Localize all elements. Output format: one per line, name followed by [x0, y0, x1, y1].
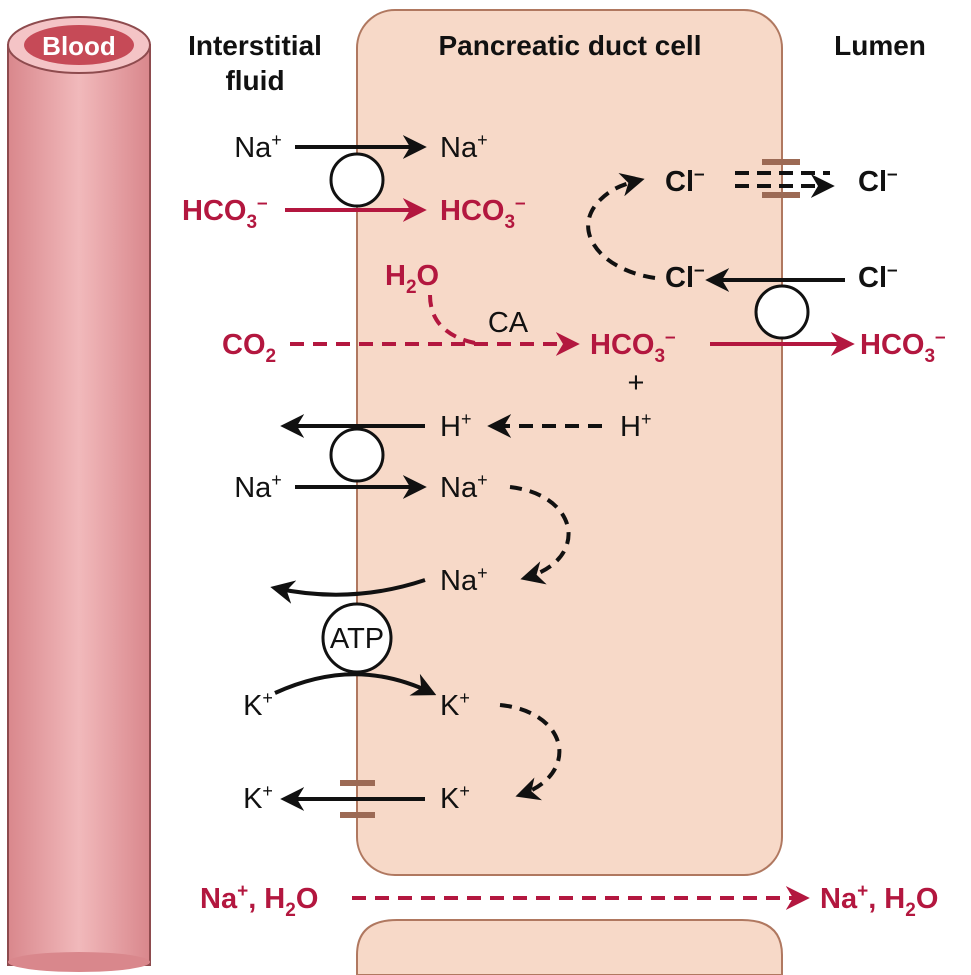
- carbonic-anhydrase-label: CA: [488, 307, 529, 339]
- cl-channel: [735, 159, 835, 198]
- header-interstitial-2: fluid: [225, 65, 284, 96]
- k-recycle-arrow: [499, 703, 562, 801]
- na-h2o-left: Na+, H2O: [200, 881, 318, 921]
- header-lumen: Lumen: [834, 30, 926, 61]
- cl-ion-cell-bottom: Cl–: [665, 260, 705, 294]
- na-k-atpase: [270, 578, 437, 696]
- h2o-join-arrow: [428, 294, 481, 346]
- cl-ion-lumen-top: Cl–: [858, 164, 898, 198]
- co2-label: CO2: [222, 329, 276, 367]
- h2o-label-cell: H2O: [385, 260, 439, 298]
- hco3-ion-cell-2: HCO3–: [590, 327, 676, 367]
- cl-ion-cell-top: Cl–: [665, 164, 705, 198]
- header-cell: Pancreatic duct cell: [438, 30, 701, 61]
- na-ion-cell-1: Na+: [440, 130, 488, 164]
- adjacent-cell: [356, 919, 783, 975]
- hco3-ion-if: HCO3–: [182, 193, 268, 233]
- na-ion-if-2: Na+: [234, 470, 282, 504]
- na-h2o-right: Na+, H2O: [820, 881, 938, 921]
- blood-vessel: [7, 16, 151, 972]
- hco3-ion-lumen: HCO3–: [860, 327, 946, 367]
- header-interstitial-1: Interstitial: [188, 30, 322, 61]
- cl-recycle-arrow: [586, 173, 656, 280]
- hco3-ion-cell-1: HCO3–: [440, 193, 526, 233]
- na-recycle-arrow: [509, 485, 571, 585]
- h-ion-cell: H+: [440, 409, 471, 443]
- na-h-exchanger: [280, 414, 427, 499]
- k-ion-cell-2: K+: [440, 781, 470, 815]
- k-ion-if-1: K+: [243, 688, 273, 722]
- k-channel: [280, 780, 425, 818]
- cl-ion-lumen-bottom: Cl–: [858, 260, 898, 294]
- na-ion-if-1: Na+: [234, 130, 282, 164]
- na-hco3-cotransporter: [285, 135, 427, 222]
- h-ion-right: H+: [620, 409, 651, 443]
- na-ion-cell-3: Na+: [440, 563, 488, 597]
- blood-label: Blood: [42, 31, 116, 61]
- cl-hco3-exchanger: [705, 268, 855, 356]
- atp-label: ATP: [330, 623, 384, 655]
- k-ion-cell-1: K+: [440, 688, 470, 722]
- k-ion-if-2: K+: [243, 781, 273, 815]
- pancreatic-duct-cell: [356, 9, 783, 876]
- reaction-plus-sign: +: [628, 367, 645, 399]
- na-ion-cell-2: Na+: [440, 470, 488, 504]
